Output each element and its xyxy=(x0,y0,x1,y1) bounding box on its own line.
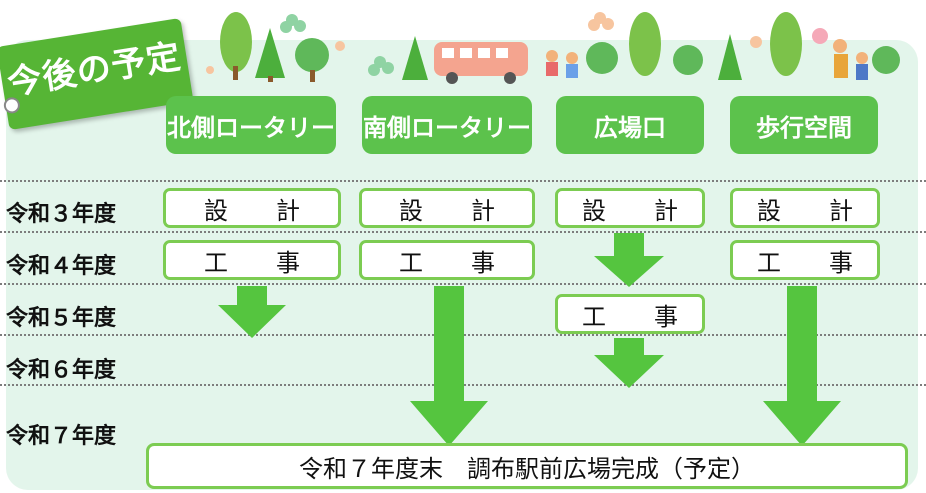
column-header-north-rotary: 北側ロータリー xyxy=(166,96,336,154)
arrow-north-rotary xyxy=(218,286,286,338)
cell-plaza-design: 設 計 xyxy=(555,188,705,228)
round-tree-icon xyxy=(872,46,900,74)
year-label-r3: 令和３年度 xyxy=(6,202,117,227)
children-icon xyxy=(546,50,578,78)
cell-north-construction: 工 事 xyxy=(163,240,341,280)
flower-icon xyxy=(750,36,762,48)
column-header-south-rotary: 南側ロータリー xyxy=(362,96,532,154)
clover-icon xyxy=(280,14,306,33)
arrow-plaza-construction-to-complete xyxy=(594,338,664,388)
arrow-south-rotary xyxy=(410,286,488,446)
year-label-r5: 令和５年度 xyxy=(6,306,117,331)
clover-icon xyxy=(368,56,394,76)
round-tree-icon xyxy=(673,45,703,75)
column-header-walkway: 歩行空間 xyxy=(730,96,878,154)
tree-icon xyxy=(220,12,252,80)
year-label-r7: 令和７年度 xyxy=(6,424,117,449)
arrow-plaza-design-to-construction xyxy=(594,233,664,287)
tree-icon xyxy=(629,12,661,76)
bus-icon xyxy=(434,42,528,84)
row-divider xyxy=(0,231,926,233)
completion-banner: 令和７年度末 調布駅前広場完成（予定） xyxy=(146,443,908,489)
cell-walkway-design: 設 計 xyxy=(730,188,880,228)
arrow-walkway xyxy=(763,286,841,446)
cell-walkway-construction: 工 事 xyxy=(730,240,880,280)
decorative-illustrations xyxy=(206,12,900,84)
pine-tree-icon xyxy=(718,34,742,80)
family-icon xyxy=(812,28,868,80)
year-label-r4: 令和４年度 xyxy=(6,254,117,279)
row-divider xyxy=(0,180,926,182)
cell-south-design: 設 計 xyxy=(359,188,535,228)
tree-icon xyxy=(770,12,802,76)
cell-north-design: 設 計 xyxy=(163,188,341,228)
column-header-plaza-exit: 広場口 xyxy=(556,96,704,154)
flower-icon xyxy=(206,41,345,74)
cell-plaza-construction: 工 事 xyxy=(555,294,705,334)
round-tree-icon xyxy=(586,42,618,74)
pine-tree-icon xyxy=(255,28,285,82)
row-divider xyxy=(0,283,926,285)
year-label-r6: 令和６年度 xyxy=(6,358,117,383)
round-tree-icon xyxy=(295,38,329,82)
cell-south-construction: 工 事 xyxy=(359,240,535,280)
flower-icon xyxy=(588,12,614,31)
pine-tree-icon xyxy=(402,36,428,80)
